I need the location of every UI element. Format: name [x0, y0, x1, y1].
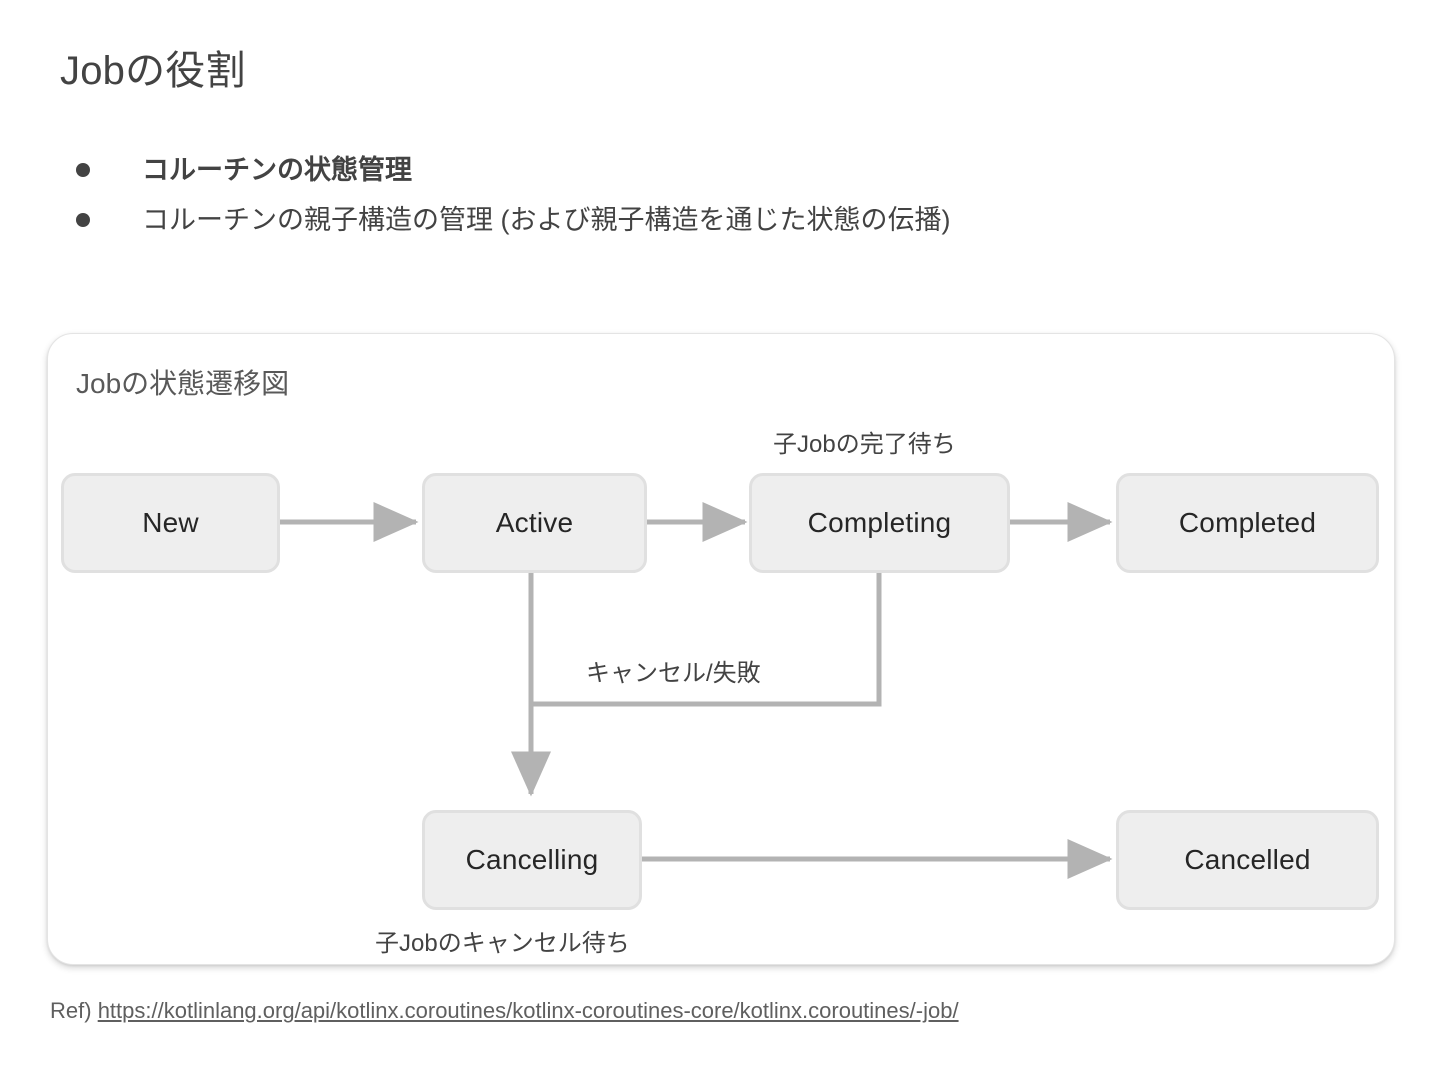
bullet-text: コルーチンの親子構造の管理 (および親子構造を通じた状態の伝播) — [142, 205, 951, 236]
node-cancelling[interactable]: Cancelling — [422, 810, 642, 910]
edge-label-cancel-or-fail: キャンセル/失敗 — [586, 660, 761, 687]
edge-completing-to-cancelling — [528, 569, 882, 707]
node-completed[interactable]: Completed — [1116, 473, 1379, 573]
edge-label-child-complete-wait: 子Jobの完了待ち — [773, 431, 956, 458]
bullet-text: コルーチンの状態管理 — [142, 155, 412, 185]
node-completing[interactable]: Completing — [749, 473, 1010, 573]
edge-label-child-cancel-wait: 子Jobのキャンセル待ち — [375, 930, 630, 957]
bullet-list: コルーチンの状態管理 コルーチンの親子構造の管理 (および親子構造を通じた状態の… — [76, 152, 1396, 253]
state-machine-diagram: New Active Completing Completed Cancelli… — [48, 334, 1396, 966]
diagram-title: Jobの状態遷移図 — [76, 368, 290, 399]
reference-link[interactable]: https://kotlinlang.org/api/kotlinx.corou… — [97, 998, 959, 1023]
bullet-dot-icon — [76, 213, 90, 228]
list-item: コルーチンの親子構造の管理 (および親子構造を通じた状態の伝播) — [76, 202, 1396, 238]
node-cancelled[interactable]: Cancelled — [1116, 810, 1379, 910]
list-item: コルーチンの状態管理 — [76, 152, 1396, 188]
page-title: Jobの役割 — [60, 49, 246, 93]
reference-prefix: Ref) — [50, 998, 98, 1023]
state-diagram-card: Jobの状態遷移図 — [47, 333, 1395, 965]
bullet-dot-icon — [76, 163, 90, 177]
diagram-connectors — [280, 502, 1113, 879]
node-active[interactable]: Active — [422, 473, 647, 573]
reference-line: Ref) https://kotlinlang.org/api/kotlinx.… — [50, 998, 959, 1024]
node-new[interactable]: New — [61, 473, 280, 573]
